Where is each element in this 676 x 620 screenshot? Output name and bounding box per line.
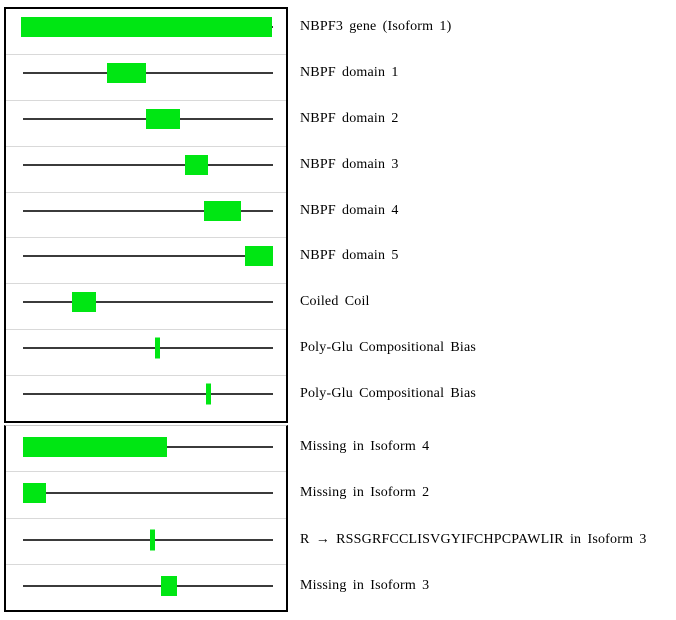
feature-label: NBPF domain 5 [300, 248, 399, 264]
feature-box-domain-2 [146, 108, 180, 129]
feature-tick-poly-glu-2 [206, 383, 211, 405]
feature-panel-main: NBPF3 gene (Isoform 1) NBPF domain 1 NBP… [4, 7, 476, 423]
feature-track [23, 55, 273, 91]
row-missing-isoform-3: Missing in Isoform 3 [6, 563, 429, 610]
feature-box-missing-isoform-4 [23, 437, 167, 458]
track-line [23, 163, 273, 166]
feature-track [23, 147, 273, 183]
feature-label: R → RSSGRFCCLISVGYIFCHPCPAWLIR in Isofor… [300, 531, 647, 547]
track-line [23, 301, 273, 304]
row-nbpf-domain-1: NBPF domain 1 [6, 53, 398, 100]
track-line [23, 71, 273, 74]
feature-label: NBPF domain 2 [300, 110, 399, 126]
feature-track [23, 519, 273, 561]
feature-track [23, 565, 273, 607]
feature-box-coiled-coil [72, 292, 96, 313]
row-poly-glu-1: Poly-Glu Compositional Bias [6, 329, 476, 375]
feature-box-domain-4 [204, 200, 241, 221]
feature-box-missing-isoform-3 [161, 575, 177, 596]
feature-box-gene [21, 16, 272, 37]
track-line [23, 255, 273, 258]
row-coiled-coil: Coiled Coil [6, 283, 369, 329]
feature-label: NBPF3 gene (Isoform 1) [300, 18, 452, 34]
row-nbpf-domain-5: NBPF domain 5 [6, 237, 398, 283]
row-poly-glu-2: Poly-Glu Compositional Bias [6, 375, 476, 421]
feature-label: NBPF domain 3 [300, 156, 399, 172]
feature-track [23, 101, 273, 137]
feature-track [23, 238, 273, 274]
feature-tick-substitution-isoform-3 [150, 529, 155, 551]
feature-label: Coiled Coil [300, 294, 370, 310]
row-missing-isoform-2: Missing in Isoform 2 [6, 471, 429, 517]
row-nbpf3-gene: NBPF3 gene (Isoform 1) [6, 9, 451, 54]
track-line [23, 393, 273, 396]
feature-box-missing-isoform-2 [23, 483, 46, 504]
feature-track [23, 426, 273, 468]
feature-box-domain-5 [245, 246, 273, 267]
feature-track [23, 193, 273, 229]
feature-track [23, 376, 273, 412]
track-line [23, 347, 273, 350]
feature-tick-poly-glu-1 [155, 337, 160, 359]
feature-label: Poly-Glu Compositional Bias [300, 386, 477, 402]
feature-label: Poly-Glu Compositional Bias [300, 340, 477, 356]
feature-label: Missing in Isoform 4 [300, 439, 430, 455]
row-missing-isoform-4: Missing in Isoform 4 [6, 426, 429, 471]
track-line [23, 209, 273, 212]
feature-label: NBPF domain 4 [300, 202, 399, 218]
feature-box-domain-3 [185, 154, 208, 175]
row-nbpf-domain-4: NBPF domain 4 [6, 191, 398, 238]
track-line [23, 492, 273, 495]
row-substitution-isoform-3: R → RSSGRFCCLISVGYIFCHPCPAWLIR in Isofor… [6, 517, 646, 564]
feature-panel-isoforms: Missing in Isoform 4 Missing in Isoform … [4, 425, 646, 612]
feature-track [23, 330, 273, 366]
feature-label: Missing in Isoform 2 [300, 485, 430, 501]
feature-box-domain-1 [107, 62, 146, 83]
feature-track [23, 284, 273, 320]
row-nbpf-domain-3: NBPF domain 3 [6, 145, 398, 192]
feature-track [23, 472, 273, 514]
feature-track [21, 9, 273, 45]
feature-label: Missing in Isoform 3 [300, 577, 430, 593]
track-line [23, 584, 273, 587]
row-nbpf-domain-2: NBPF domain 2 [6, 99, 398, 146]
feature-label: NBPF domain 1 [300, 64, 399, 80]
track-line [23, 538, 273, 541]
